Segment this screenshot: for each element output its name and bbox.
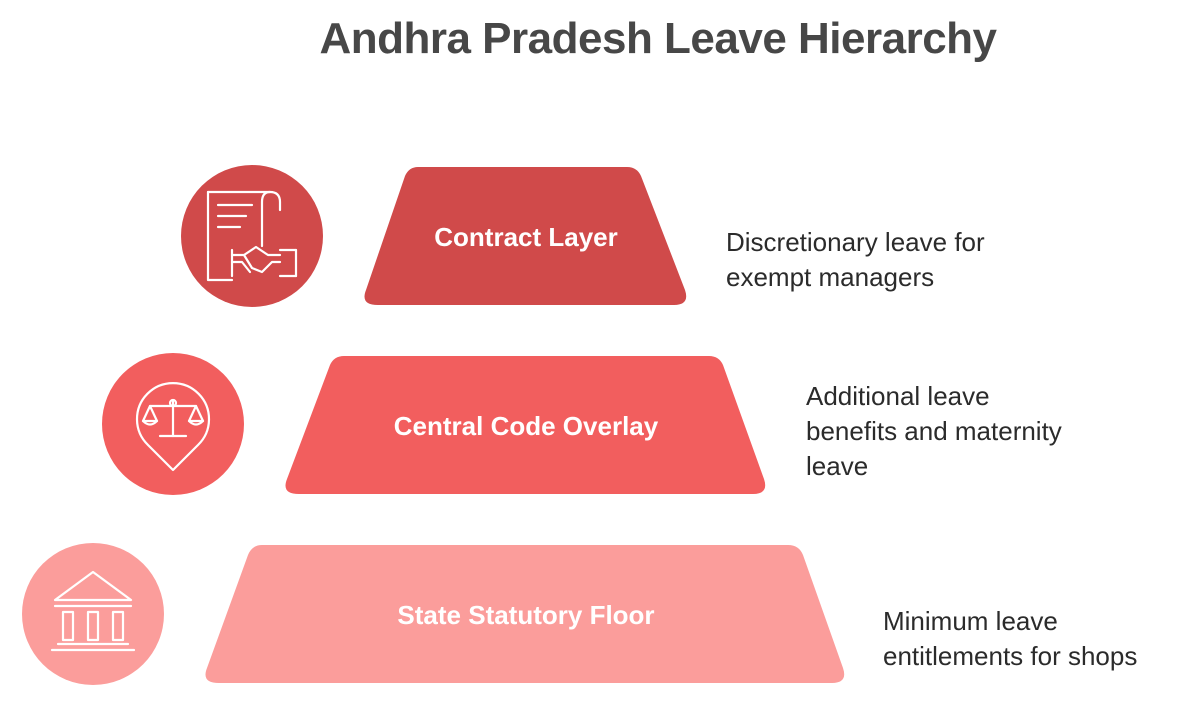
diagram-title: Andhra Pradesh Leave Hierarchy [319, 14, 997, 63]
central-code-overlay-label: Central Code Overlay [393, 411, 659, 441]
state-statutory-floor-description: Minimum leave entitlements for shops [883, 606, 1138, 671]
contract-layer-label: Contract Layer [434, 222, 618, 252]
contract-layer-tier [364, 167, 687, 305]
state-statutory-floor-tier [205, 545, 845, 683]
central-code-overlay-description: Additional leave benefits and maternity … [806, 381, 1062, 481]
scales-of-justice-icon [102, 353, 244, 495]
contract-layer-description: Discretionary leave for exempt managers [726, 227, 985, 292]
central-code-overlay-tier [285, 356, 766, 494]
government-building-icon [22, 543, 164, 685]
contract-handshake-icon [181, 165, 323, 307]
state-statutory-floor-label: State Statutory Floor [397, 600, 655, 630]
